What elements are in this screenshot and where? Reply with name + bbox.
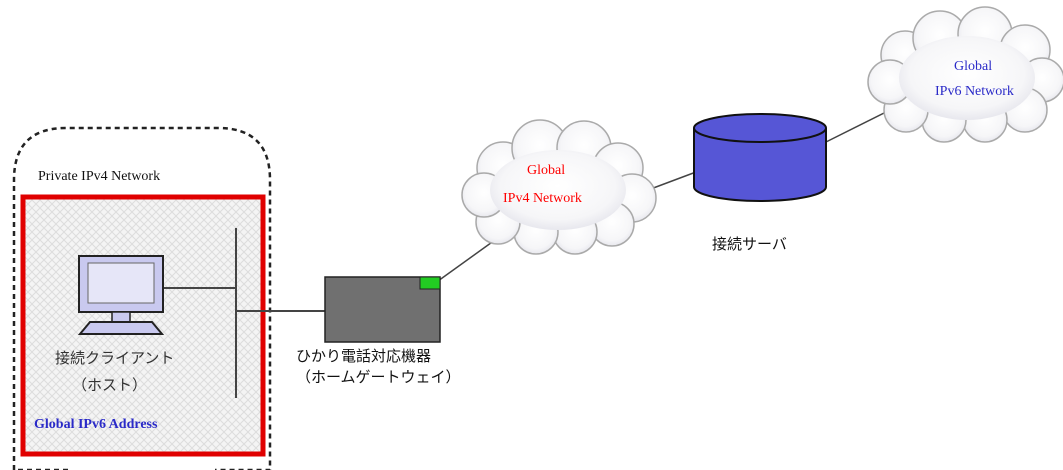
status-led bbox=[419, 276, 441, 290]
private-network-boundary bbox=[12, 126, 272, 470]
ipv4-cloud-icon bbox=[461, 119, 657, 255]
ipv4-cloud-label-line1: Global bbox=[527, 163, 566, 178]
client-address-label: Global IPv6 Address bbox=[34, 417, 158, 432]
gateway-sub-label: （ホームゲートウェイ） bbox=[296, 368, 461, 386]
server-to-ipv6-line bbox=[825, 109, 891, 143]
ipv4-to-server-line bbox=[647, 171, 697, 191]
gateway-label: ひかり電話対応機器 bbox=[296, 347, 432, 365]
gateway-device-icon bbox=[324, 276, 441, 343]
client-label: 接続クライアント bbox=[55, 349, 175, 367]
ipv6-cloud-label-line1: Global bbox=[954, 59, 993, 74]
server-cylinder-icon bbox=[693, 113, 827, 202]
ipv4-cloud-label-line2: IPv4 Network bbox=[503, 191, 582, 206]
monitor-icon bbox=[77, 255, 165, 335]
server-label: 接続サーバ bbox=[712, 235, 787, 253]
gateway-to-ipv4-line bbox=[437, 239, 496, 282]
client-host-label: （ホスト） bbox=[72, 376, 148, 394]
ipv6-cloud-icon bbox=[867, 6, 1063, 143]
ipv6-cloud-label-line2: IPv6 Network bbox=[935, 84, 1014, 99]
private-network-label: Private IPv4 Network bbox=[38, 169, 161, 184]
